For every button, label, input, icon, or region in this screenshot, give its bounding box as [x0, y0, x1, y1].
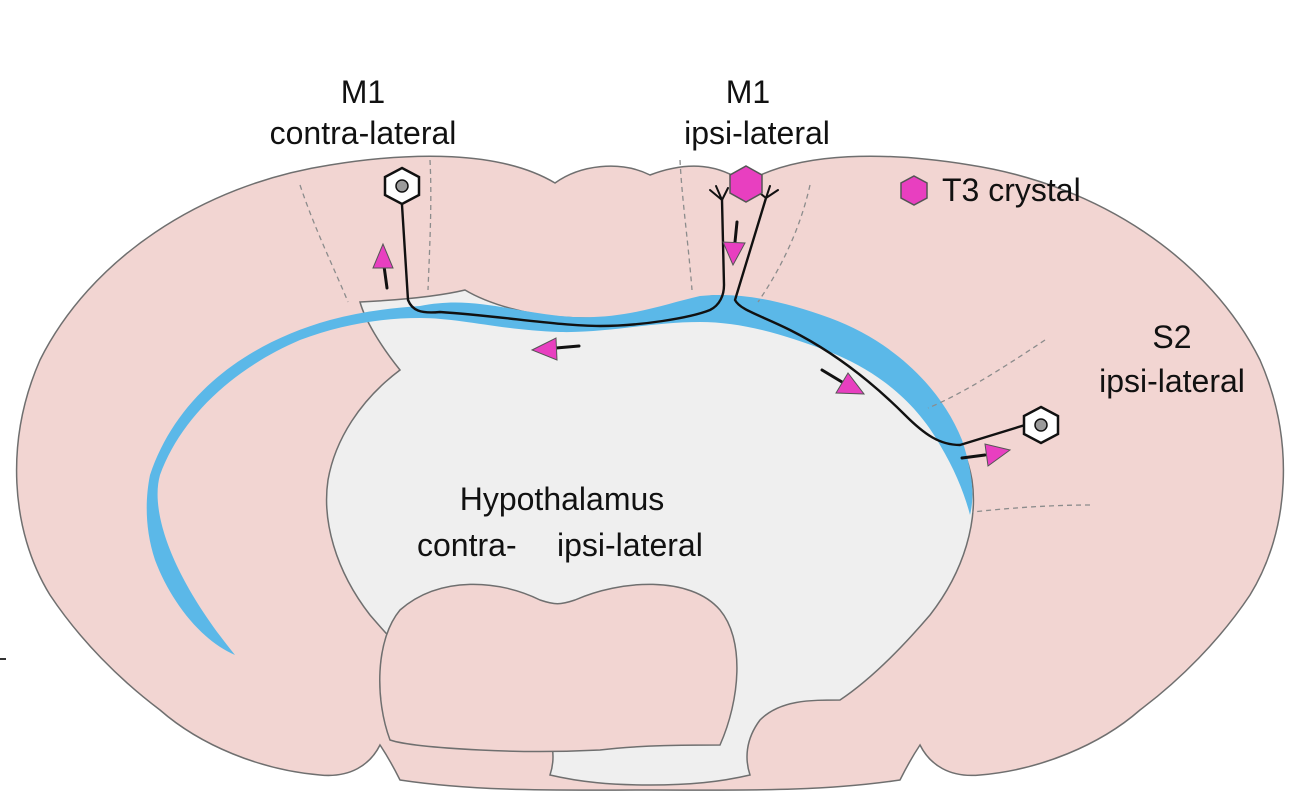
arrow-icon — [984, 443, 1012, 467]
arrow-callosum-left — [530, 337, 581, 361]
label-m1-contra-2: contra-lateral — [270, 115, 457, 151]
label-s2-2: ipsi-lateral — [1099, 363, 1245, 399]
divider-3 — [679, 159, 693, 291]
divider-4 — [757, 184, 811, 303]
label-legend: T3 crystal — [942, 172, 1081, 208]
divider-6 — [971, 504, 1091, 513]
arrow-icon — [835, 372, 866, 395]
label-m1-ipsi-1: M1 — [726, 74, 770, 110]
arrow-ipsi-down — [722, 220, 746, 267]
neuron-m1-contra — [383, 166, 421, 206]
label-s2-1: S2 — [1152, 319, 1191, 355]
arrow-icon — [530, 337, 558, 361]
arrow-s2-right — [960, 443, 1012, 467]
divider-2 — [427, 159, 432, 291]
lower-lobes — [379, 583, 738, 753]
t3-crystal-icon — [729, 165, 763, 203]
label-hypothalamus-ipsi: ipsi-lateral — [557, 527, 703, 563]
label-m1-ipsi-2: ipsi-lateral — [684, 115, 830, 151]
label-m1-contra-1: M1 — [341, 74, 385, 110]
axon-ipsilateral — [733, 196, 1027, 447]
arrow-icon — [372, 242, 394, 269]
legend-t3-icon — [900, 175, 928, 206]
label-hypothalamus: Hypothalamus — [460, 481, 665, 517]
arrow-contra-up — [372, 242, 394, 290]
arrow-ipsi-right-down — [820, 368, 866, 395]
label-hypothalamus-contra: contra- — [417, 527, 517, 563]
arrow-icon — [722, 241, 746, 267]
axon-contralateral — [400, 198, 726, 328]
neuron-s2-ipsi — [1022, 405, 1060, 445]
divider-5 — [927, 339, 1046, 409]
